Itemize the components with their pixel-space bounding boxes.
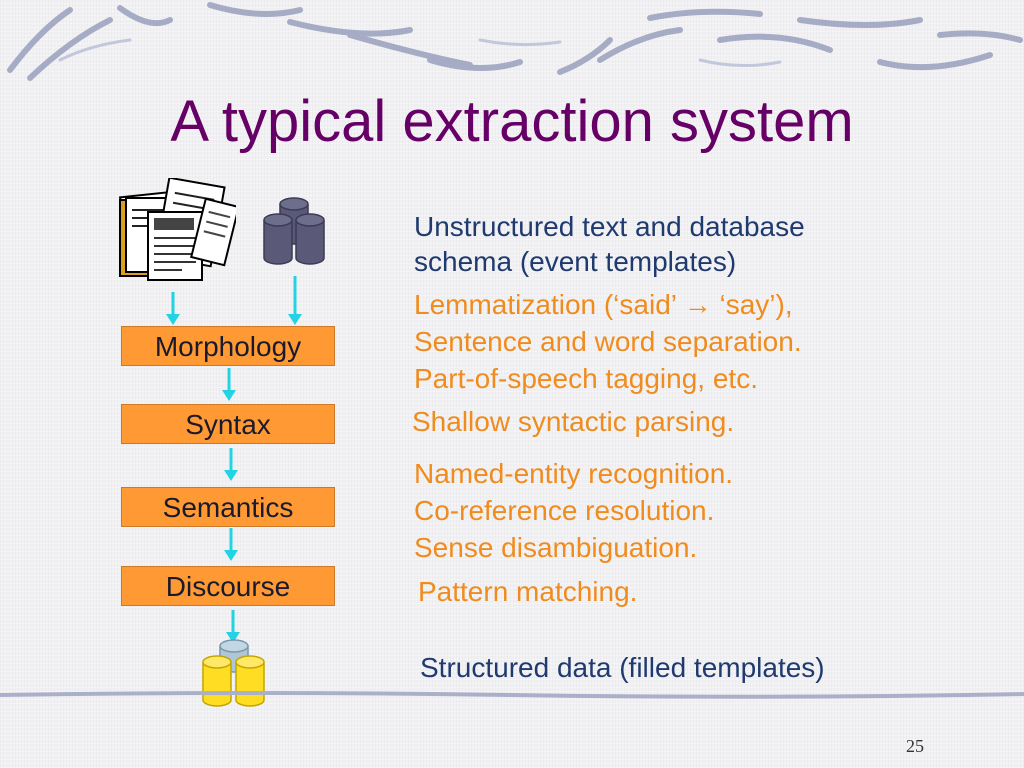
arrow-discourse-to-output	[226, 610, 240, 643]
page-number: 25	[906, 736, 924, 756]
stage-discourse-box: Discourse	[121, 566, 335, 606]
morphology-description-line-3: Part-of-speech tagging, etc.	[414, 363, 758, 394]
stage-semantics-box: Semantics	[121, 487, 335, 527]
morphology-description-line-1: Lemmatization (‘said’ → ‘say’),	[414, 289, 793, 320]
discourse-description: Pattern matching.	[418, 576, 638, 607]
stage-syntax-box: Syntax	[121, 404, 335, 444]
documents-icon	[118, 178, 236, 281]
semantics-description-line-1: Named-entity recognition.	[414, 458, 734, 489]
arrow-syntax-to-semantics	[224, 448, 238, 481]
morphology-description-line-2: Sentence and word separation.	[414, 326, 802, 357]
arrow-documents-to-morphology	[166, 292, 180, 325]
syntax-description: Shallow syntactic parsing.	[412, 406, 735, 437]
input-description-line-1: Unstructured text and database	[414, 211, 805, 242]
input-description-line-2: schema (event templates)	[414, 246, 737, 277]
output-description: Structured data (filled templates)	[420, 652, 825, 683]
arrow-semantics-to-discourse	[224, 528, 238, 561]
arrow-morphology-to-syntax	[222, 368, 236, 401]
slide-title: A typical extraction system	[170, 89, 854, 154]
footer-rule	[0, 691, 1024, 699]
database-icon	[263, 197, 325, 265]
semantics-description-line-2: Co-reference resolution.	[414, 495, 715, 526]
semantics-description-line-3: Sense disambiguation.	[414, 532, 698, 563]
stage-morphology-box: Morphology	[121, 326, 335, 366]
arrow-database-to-morphology	[288, 276, 302, 325]
decorative-swoosh-band	[7, 2, 1023, 81]
